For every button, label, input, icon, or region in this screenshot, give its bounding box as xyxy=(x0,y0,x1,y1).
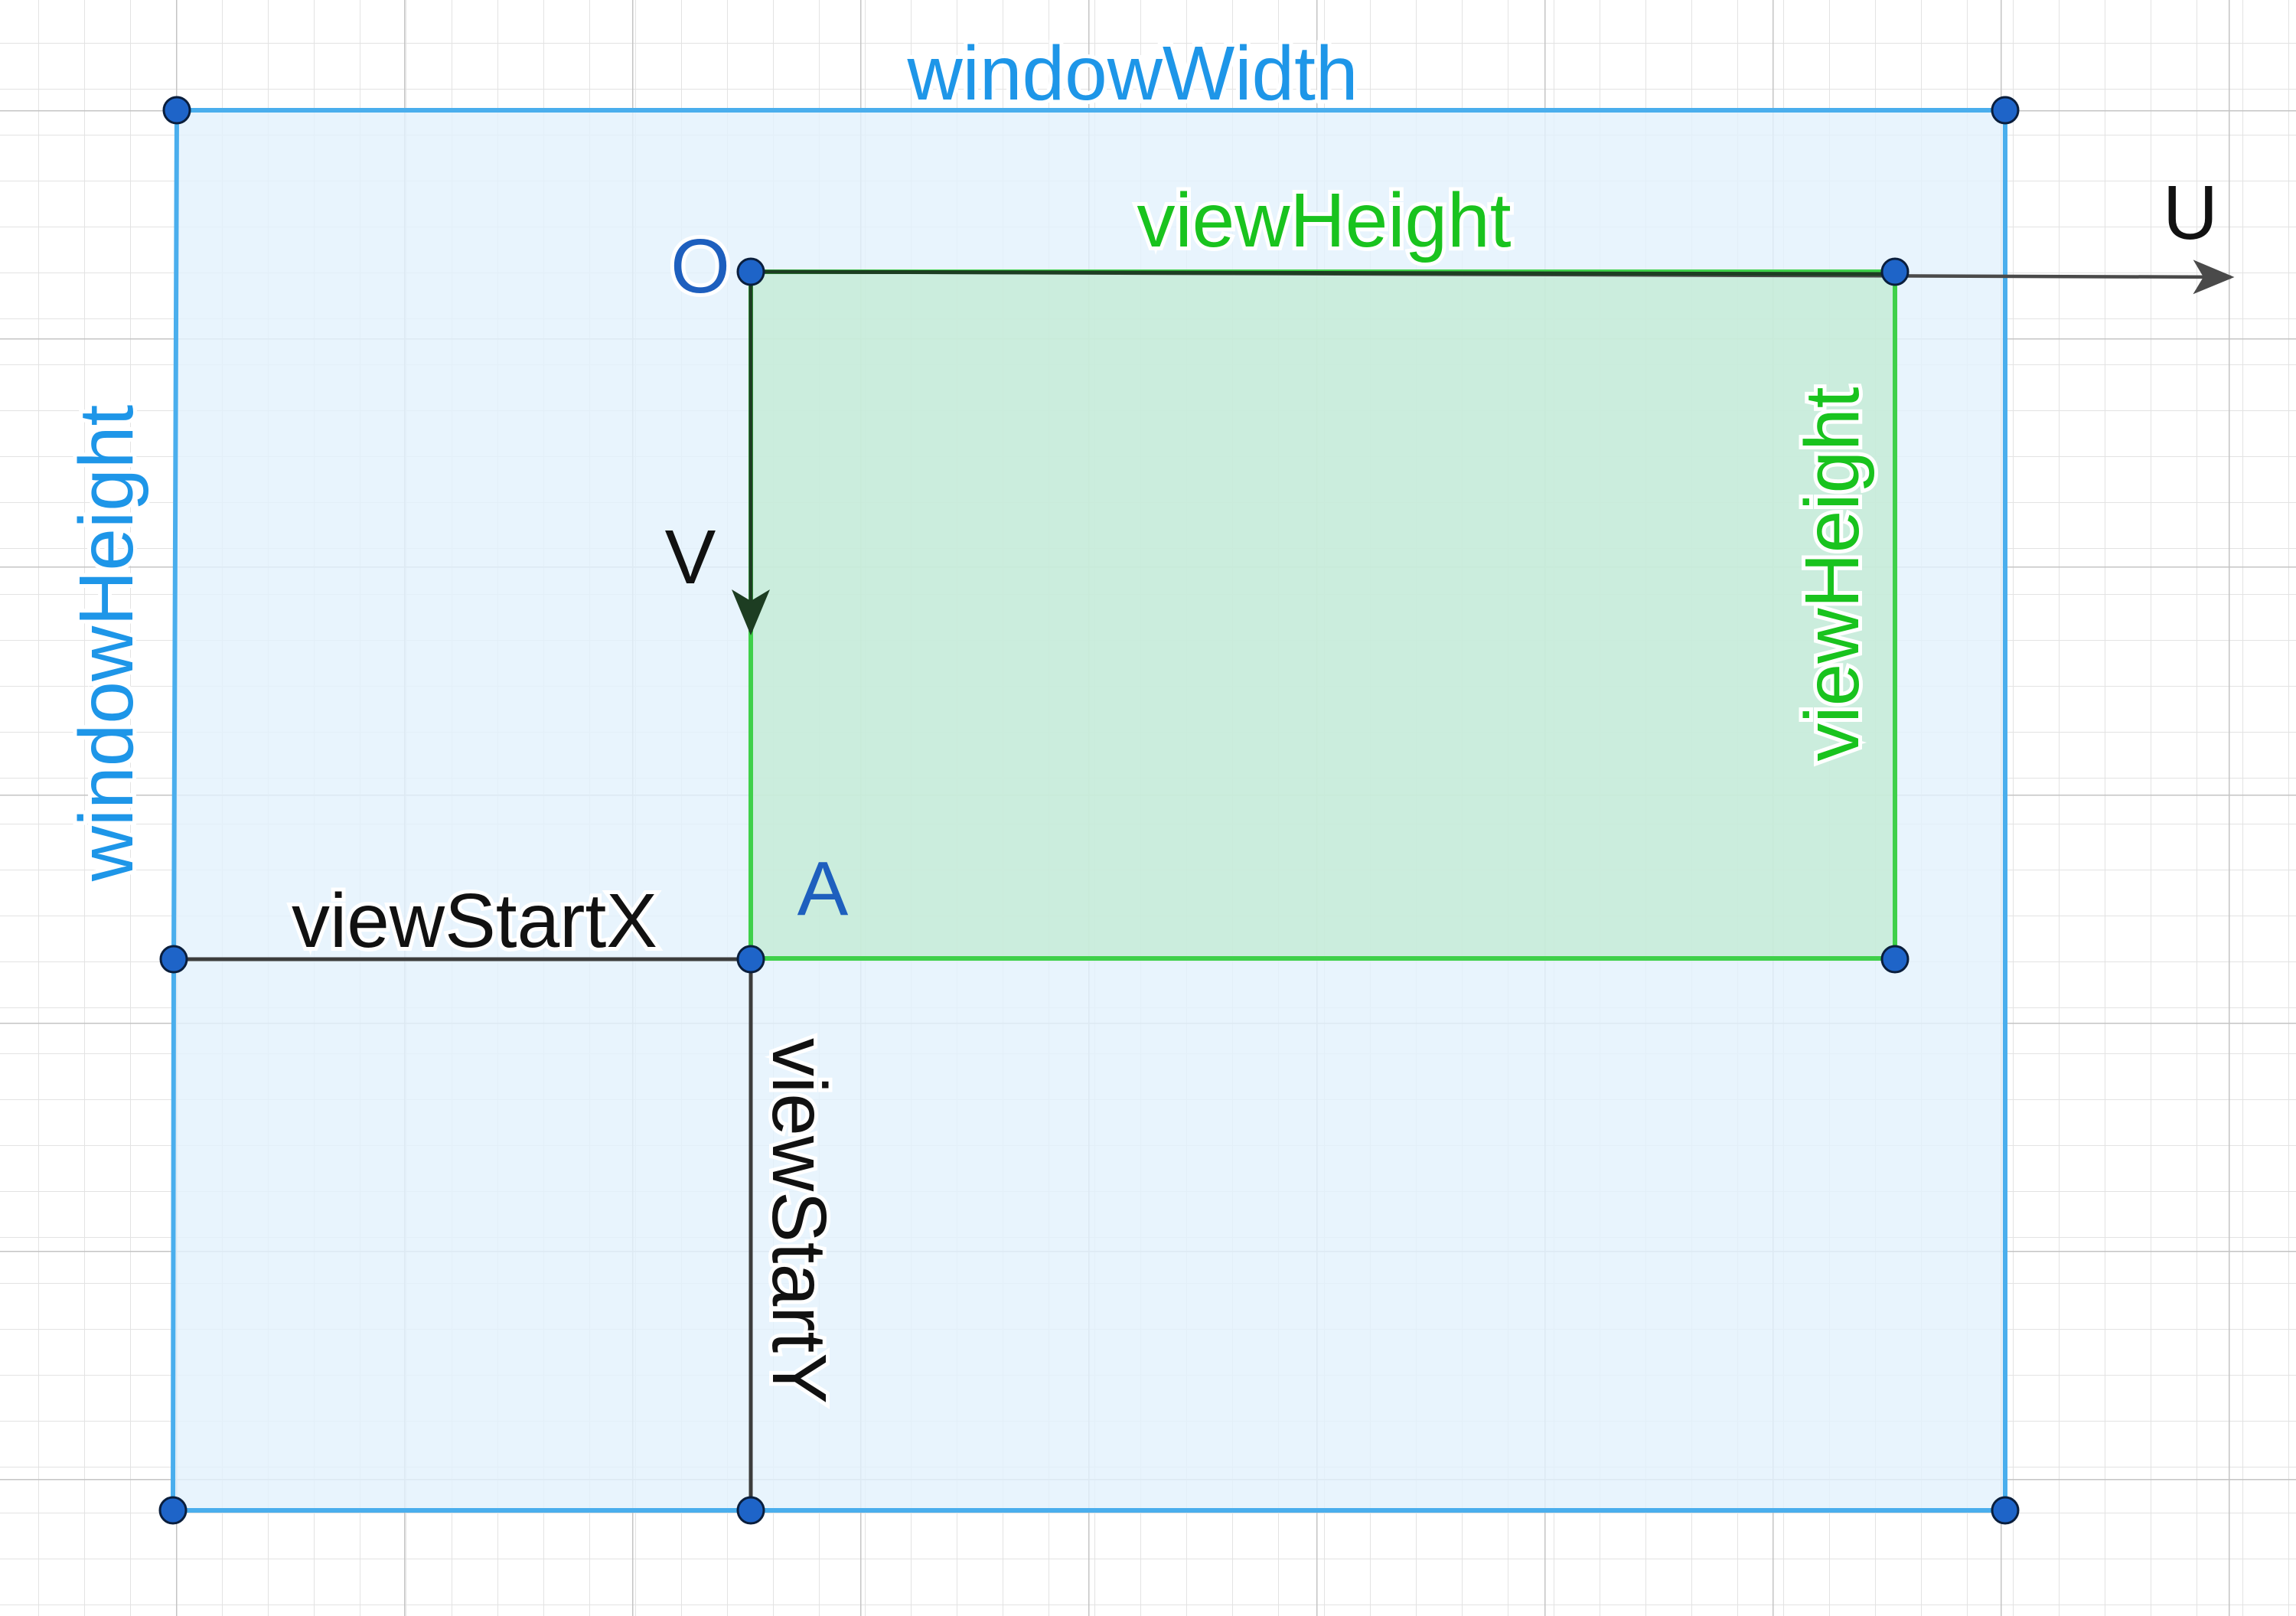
window-left-point xyxy=(159,945,188,974)
view-bottom-right-point xyxy=(1880,945,1910,974)
window-width-label: windowWidth xyxy=(906,31,1358,116)
view-top-right-point xyxy=(1880,257,1910,286)
axis-u-label: U xyxy=(2163,170,2218,256)
view-height-top-label: viewHeight xyxy=(1137,178,1511,263)
view-height-right-label: viewHeight xyxy=(1789,387,1875,761)
window-bottom-right-point xyxy=(1991,1496,2020,1525)
axis-v-label: V xyxy=(665,514,716,600)
point-a xyxy=(736,945,765,974)
origin-point xyxy=(736,257,765,286)
view-top-edge-overlay xyxy=(750,269,1896,276)
window-top-left-point xyxy=(162,96,191,125)
window-height-label: windowHeight xyxy=(64,405,149,883)
view-bottom-point xyxy=(736,1496,765,1525)
window-bottom-left-point xyxy=(158,1496,188,1525)
origin-label: O xyxy=(670,224,730,309)
view-rect xyxy=(748,269,1897,961)
view-start-x-label: viewStartX xyxy=(292,878,657,964)
window-top-right-point xyxy=(1991,96,2020,125)
view-start-y-label: viewStartY xyxy=(756,1038,842,1404)
point-a-label: A xyxy=(797,846,849,932)
